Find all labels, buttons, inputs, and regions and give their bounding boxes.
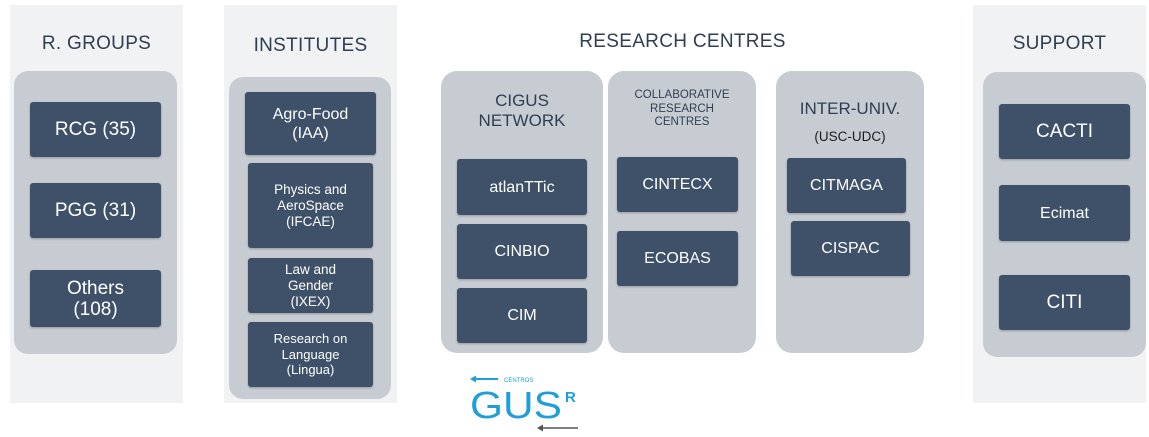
inter-univ-title: INTER-UNIV. bbox=[799, 99, 901, 118]
groups-title: R. GROUPS bbox=[41, 33, 152, 54]
centre-cim[interactable]: CIM bbox=[457, 288, 587, 343]
centros-gus-logo: CENTROS GUS R bbox=[470, 372, 590, 432]
inter-univ-subtitle: (USC-UDC) bbox=[814, 129, 886, 144]
centre-citmaga[interactable]: CITMAGA bbox=[787, 158, 906, 213]
support-column: SUPPORT CACTI Ecimat CITI bbox=[973, 5, 1146, 403]
institutes-panel: Agro-Food (IAA) Physics and AeroSpace (I… bbox=[229, 77, 391, 399]
logo-small-text: CENTROS bbox=[504, 378, 533, 384]
cigus-panel: CIGUS NETWORK atlanTTic CINBIO CIM bbox=[441, 71, 603, 353]
collaborative-title: COLLABORATIVE RESEARCH CENTRES bbox=[634, 89, 730, 128]
groups-panel: RCG (35) PGG (31) Others (108) bbox=[14, 71, 177, 354]
support-cacti[interactable]: CACTI bbox=[999, 104, 1130, 159]
logo-main-text: GUS bbox=[470, 385, 562, 427]
cigus-title: CIGUS NETWORK bbox=[478, 91, 566, 130]
centre-ecobas[interactable]: ECOBAS bbox=[617, 231, 738, 286]
institute-physics-aerospace[interactable]: Physics and AeroSpace (IFCAE) bbox=[248, 163, 373, 248]
inter-univ-panel: INTER-UNIV. (USC-UDC) CITMAGA CISPAC bbox=[776, 71, 924, 353]
institute-law-gender[interactable]: Law and Gender (IXEX) bbox=[248, 258, 373, 313]
research-centres-title: RESEARCH CENTRES bbox=[579, 31, 786, 52]
institutes-column: INSTITUTES Agro-Food (IAA) Physics and A… bbox=[224, 5, 397, 403]
groups-column: R. GROUPS RCG (35) PGG (31) Others (108) bbox=[10, 5, 183, 403]
institute-lingua[interactable]: Research on Language (Lingua) bbox=[248, 322, 373, 387]
group-rcg[interactable]: RCG (35) bbox=[30, 102, 161, 157]
institutes-title: INSTITUTES bbox=[253, 35, 368, 56]
group-pgg[interactable]: PGG (31) bbox=[30, 183, 161, 238]
centre-cinbio[interactable]: CINBIO bbox=[457, 224, 587, 279]
centre-cispac[interactable]: CISPAC bbox=[791, 221, 910, 276]
centre-cintecx[interactable]: CINTECX bbox=[617, 157, 738, 212]
support-citi[interactable]: CITI bbox=[999, 275, 1130, 330]
collaborative-panel: COLLABORATIVE RESEARCH CENTRES CINTECX E… bbox=[608, 71, 756, 353]
centre-atlanttic[interactable]: atlanTTic bbox=[457, 159, 587, 215]
support-title: SUPPORT bbox=[1012, 33, 1107, 54]
institute-agro-food[interactable]: Agro-Food (IAA) bbox=[245, 92, 376, 155]
support-panel: CACTI Ecimat CITI bbox=[983, 72, 1146, 357]
group-others[interactable]: Others (108) bbox=[30, 270, 161, 327]
support-ecimat[interactable]: Ecimat bbox=[999, 185, 1130, 241]
logo-superscript: R bbox=[565, 389, 576, 406]
